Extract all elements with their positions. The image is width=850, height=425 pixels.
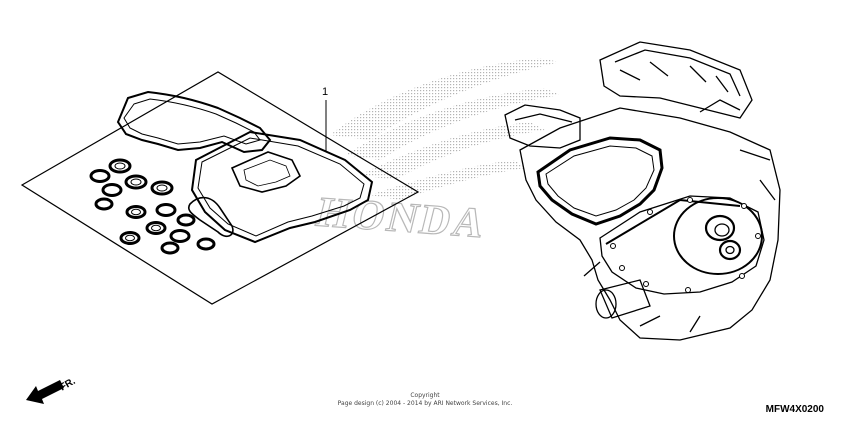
oil-pan-gasket xyxy=(190,130,374,244)
cover-gasket xyxy=(187,196,234,238)
callout-1-label: 1 xyxy=(322,86,329,98)
copyright-line-2: Page design (c) 2004 - 2014 by ARI Netwo… xyxy=(337,400,513,407)
gasket-sheet-outline xyxy=(20,71,420,305)
crankcase-gasket xyxy=(116,90,272,154)
honda-watermark-text: HONDA xyxy=(312,189,492,247)
engine-block xyxy=(504,41,781,341)
front-direction-arrow-icon xyxy=(26,380,64,404)
honda-wing-watermark xyxy=(330,58,560,200)
engine-bolts xyxy=(610,197,761,293)
copyright-line-1: Copyright xyxy=(410,392,440,399)
diagram-code: MFW4X0200 xyxy=(765,404,824,415)
o-ring-set xyxy=(89,158,216,255)
